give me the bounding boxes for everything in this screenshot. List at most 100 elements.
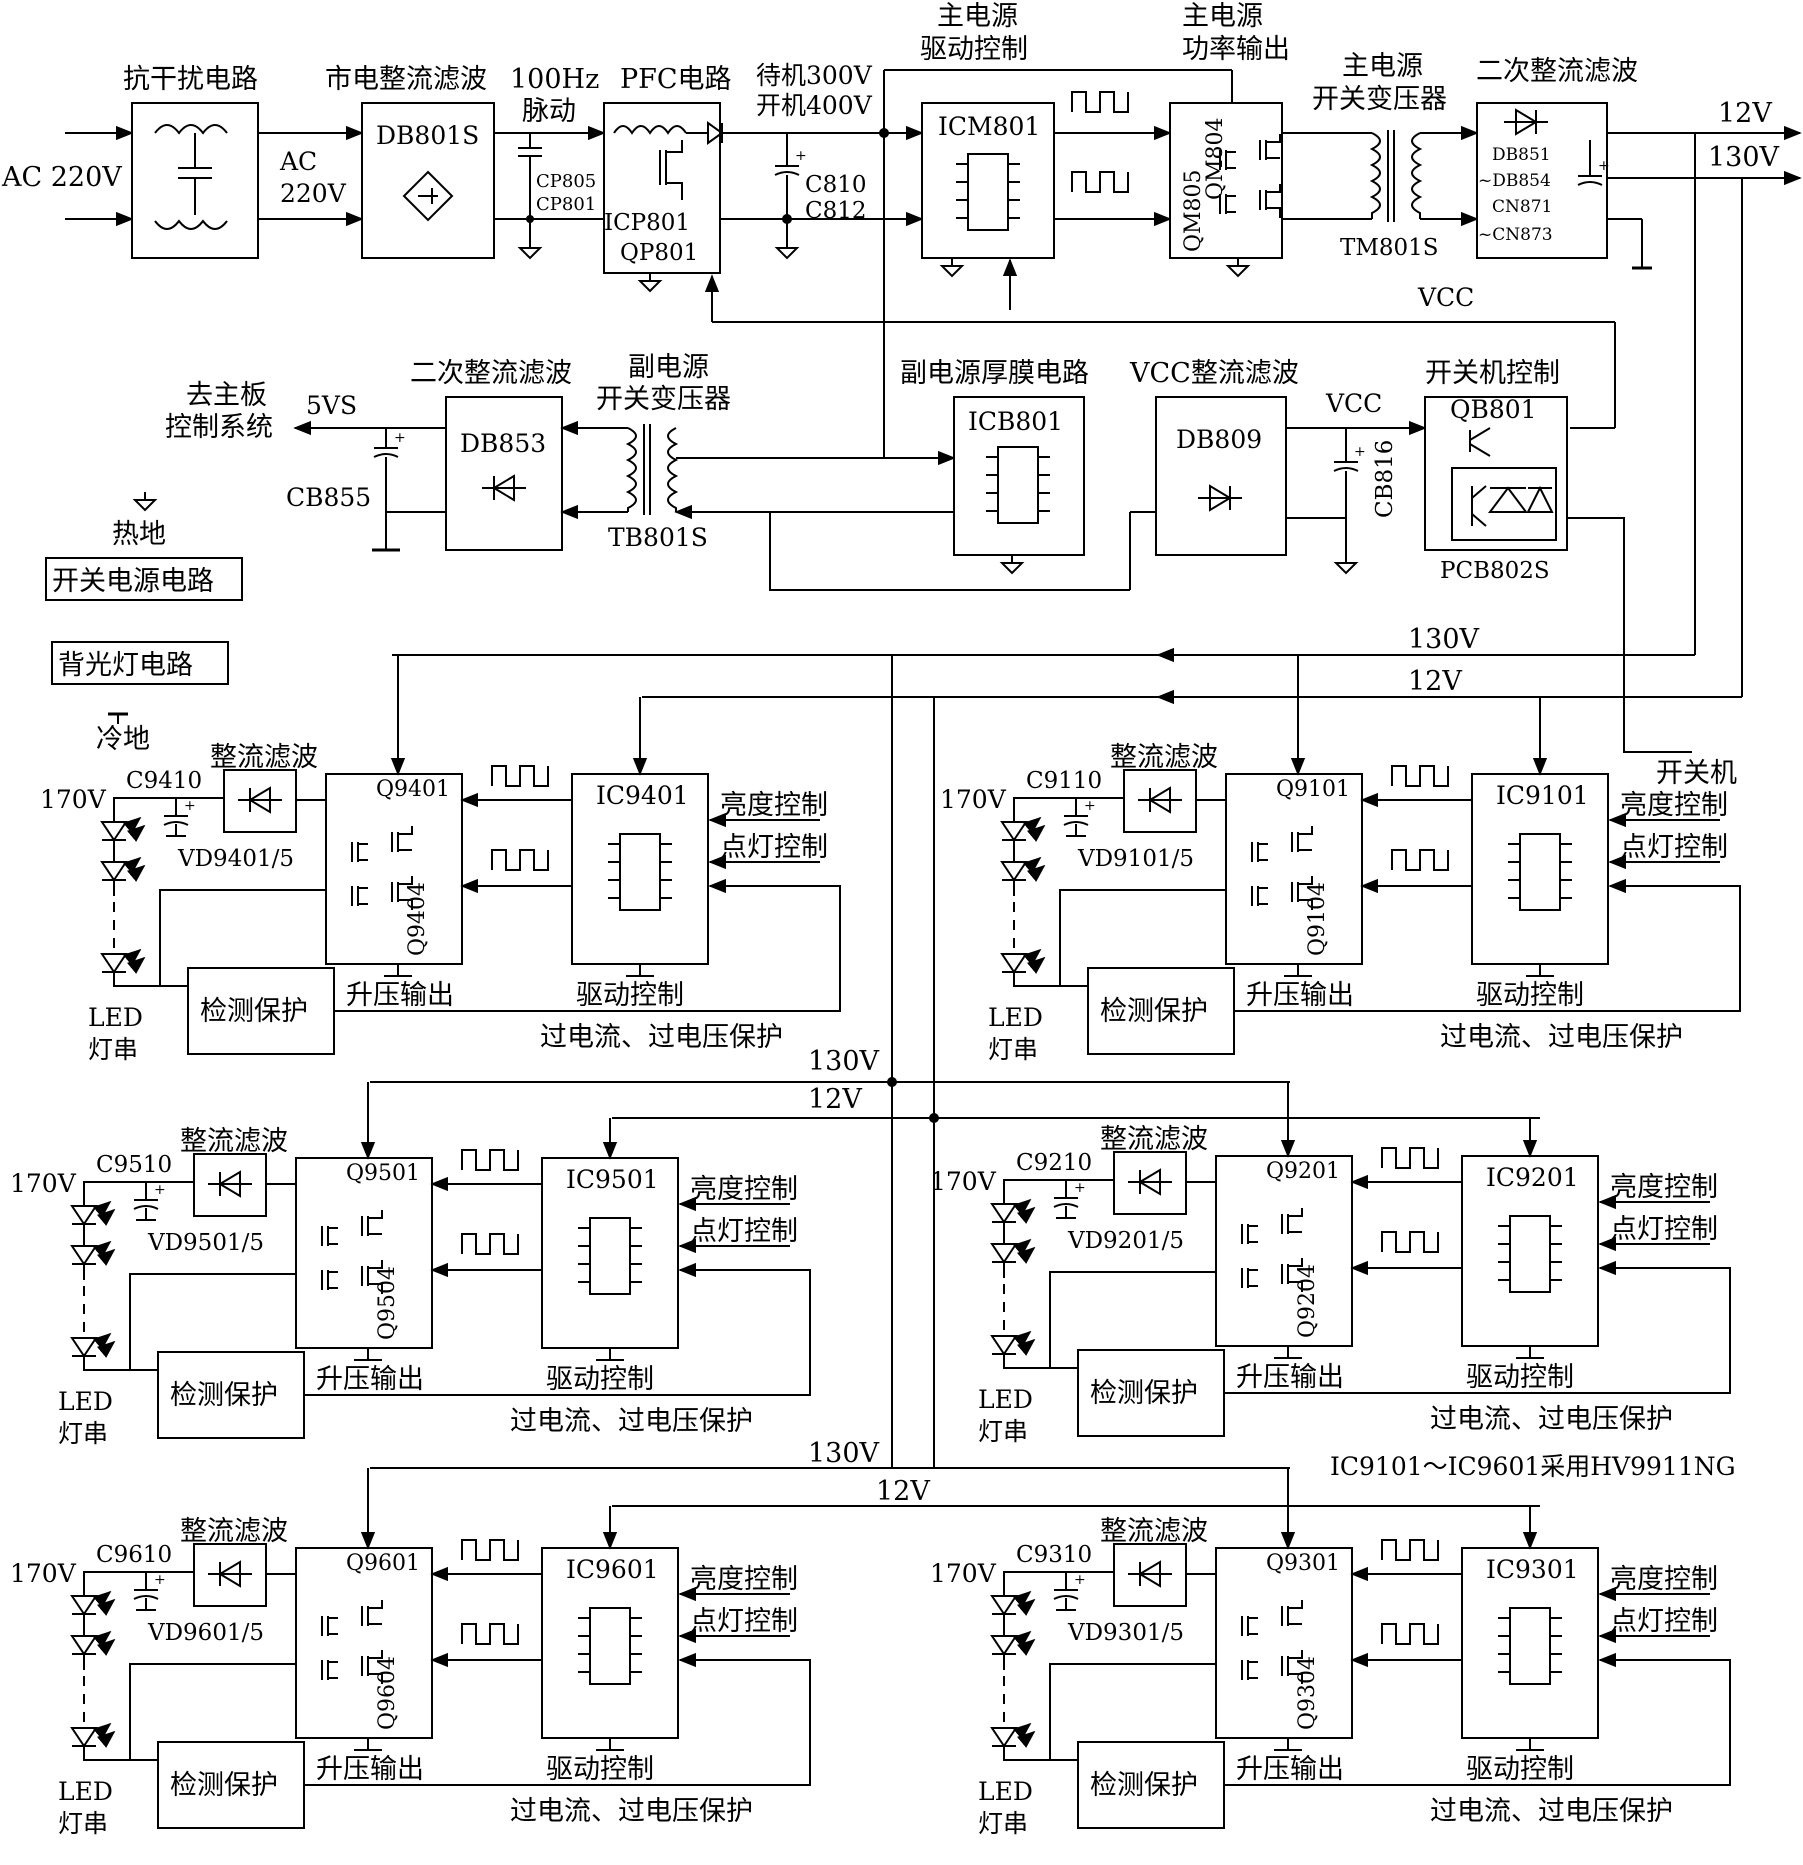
low-12v-label: 12V <box>876 1476 930 1507</box>
pfc-block <box>603 102 721 274</box>
v170-label: 170V <box>10 1559 77 1588</box>
wire <box>1013 797 1124 804</box>
drive-label: 驱动控制 <box>546 1754 654 1785</box>
cp805-label: CP805 <box>536 171 596 192</box>
led-bottom-wire <box>1003 1354 1078 1369</box>
pwm-wave-icon <box>1381 1623 1439 1645</box>
pwm-wave-icon <box>491 765 549 787</box>
driver-title-2: 驱动控制 <box>920 34 1028 65</box>
brightness-label: 亮度控制 <box>1610 1564 1718 1595</box>
detect-label: 检测保护 <box>1090 1378 1198 1409</box>
qb801-label: QB801 <box>1450 395 1537 424</box>
vcc-label: VCC <box>1325 389 1382 418</box>
led-label: LED <box>58 1777 113 1806</box>
pwm-wave-icon <box>461 1233 519 1255</box>
main-transformer-title-2: 开关变压器 <box>1312 84 1447 115</box>
to-mainboard-label: 去主板 <box>186 380 267 411</box>
wire <box>83 1181 194 1188</box>
detect-protect-box <box>157 1741 305 1829</box>
boost-fet-box <box>1215 1155 1353 1347</box>
protect-label: 过电流、过电压保护 <box>510 1406 753 1437</box>
standby-transformer-icon <box>625 427 637 512</box>
icp801-label: ICP801 <box>604 210 690 236</box>
led-label: LED <box>978 1385 1033 1414</box>
pwm-wave-icon <box>1381 1147 1439 1169</box>
detect-protect-box <box>157 1351 305 1439</box>
led-icon <box>72 1592 114 1614</box>
led-label: LED <box>58 1387 113 1416</box>
driver-ic-box <box>1461 1155 1599 1347</box>
tm801s-label: TM801S <box>1340 235 1439 261</box>
q2-label: Q9604 <box>375 1656 400 1730</box>
vcc-rectifier-title: VCC整流滤波 <box>1129 358 1299 389</box>
led-icon <box>992 1632 1034 1654</box>
main-power-output-block <box>1169 102 1283 259</box>
lighting-label: 点灯控制 <box>690 1606 798 1637</box>
vd-label: VD9201/5 <box>1067 1228 1184 1254</box>
q1-label: Q9501 <box>346 1161 420 1186</box>
led-icon <box>72 1632 114 1654</box>
protect-wire <box>1224 1652 1731 1786</box>
boost-fet-box <box>295 1157 433 1349</box>
main-transformer-icon <box>1369 132 1381 219</box>
qp801-label: QP801 <box>620 240 698 266</box>
v170-label: 170V <box>40 785 107 814</box>
q2-label: Q9104 <box>1305 882 1330 956</box>
ic-label: IC9601 <box>566 1555 659 1584</box>
ic-note: IC9101～IC9601采用HV9911NG <box>1330 1452 1736 1481</box>
protect-label: 过电流、过电压保护 <box>510 1796 753 1827</box>
ac-mid-label-2: 220V <box>280 179 347 208</box>
led-string-label: 灯串 <box>978 1417 1028 1446</box>
driver-ic-box <box>541 1547 679 1739</box>
backlight-unit-2: 170VC9110整流滤波LED灯串VD9101/5Q9101Q9104升压输出… <box>940 655 1741 1064</box>
pulse-label: 脉动 <box>522 96 576 127</box>
on-voltage-label: 开机400V <box>756 91 873 120</box>
c810-label: C810 <box>805 172 867 198</box>
standby-secondary-title: 二次整流滤波 <box>410 358 572 389</box>
mains-rectifier-block <box>361 102 495 259</box>
led-icon <box>72 1724 114 1746</box>
cap-label: C9310 <box>1016 1542 1092 1568</box>
driver-ic-box <box>541 1157 679 1349</box>
vd-label: VD9101/5 <box>1077 846 1194 872</box>
protect-wire <box>304 1262 811 1396</box>
filter-cap-icon <box>1063 797 1097 826</box>
q1-label: Q9601 <box>346 1551 420 1576</box>
v170-label: 170V <box>10 1169 77 1198</box>
pwm-wave-icon <box>461 1149 519 1171</box>
pwm-wave-icon <box>491 849 549 871</box>
detect-label: 检测保护 <box>170 1770 278 1801</box>
vcc-top-label: VCC <box>1417 283 1474 312</box>
led-icon <box>1002 858 1044 880</box>
rect-title: 整流滤波 <box>210 742 318 773</box>
led-string-label: 灯串 <box>58 1419 108 1448</box>
vd-label: VD9301/5 <box>1067 1620 1184 1646</box>
section-backlight-label: 背光灯电路 <box>58 650 193 681</box>
boost-label: 升压输出 <box>316 1364 424 1395</box>
brightness-label: 亮度控制 <box>1610 1172 1718 1203</box>
low-130v-label: 130V <box>808 1438 880 1469</box>
filter-cap-icon <box>133 1571 167 1600</box>
led-icon <box>72 1242 114 1264</box>
protect-wire <box>1234 878 1741 1012</box>
led-bottom-wire <box>1003 1746 1078 1761</box>
5vs-label: 5VS <box>306 391 357 420</box>
rect-title: 整流滤波 <box>180 1516 288 1547</box>
v170-label: 170V <box>930 1167 997 1196</box>
drive-label: 驱动控制 <box>576 980 684 1011</box>
detect-label: 检测保护 <box>1100 996 1208 1027</box>
backlight-unit-4: 170VC9210整流滤波LED灯串VD9201/5Q9201Q9204升压输出… <box>930 1082 1731 1446</box>
led-string-label: 灯串 <box>978 1809 1028 1838</box>
led-icon <box>992 1240 1034 1262</box>
ic-label: IC9101 <box>1496 781 1589 810</box>
backlight-unit-1: 170VC9410整流滤波LED灯串VD9401/5Q9401Q9404升压输出… <box>40 655 841 1064</box>
pfc-title: PFC电路 <box>620 64 732 95</box>
out-130v-label: 130V <box>1708 142 1780 173</box>
cp801-label: CP801 <box>536 194 596 215</box>
cb816-label: CB816 <box>1372 440 1398 518</box>
driver-ic-box <box>1471 773 1609 965</box>
cap-label: C9110 <box>1026 768 1102 794</box>
lighting-label: 点灯控制 <box>690 1216 798 1247</box>
standby-voltage-label: 待机300V <box>756 61 873 90</box>
q2-label: Q9404 <box>405 882 430 956</box>
